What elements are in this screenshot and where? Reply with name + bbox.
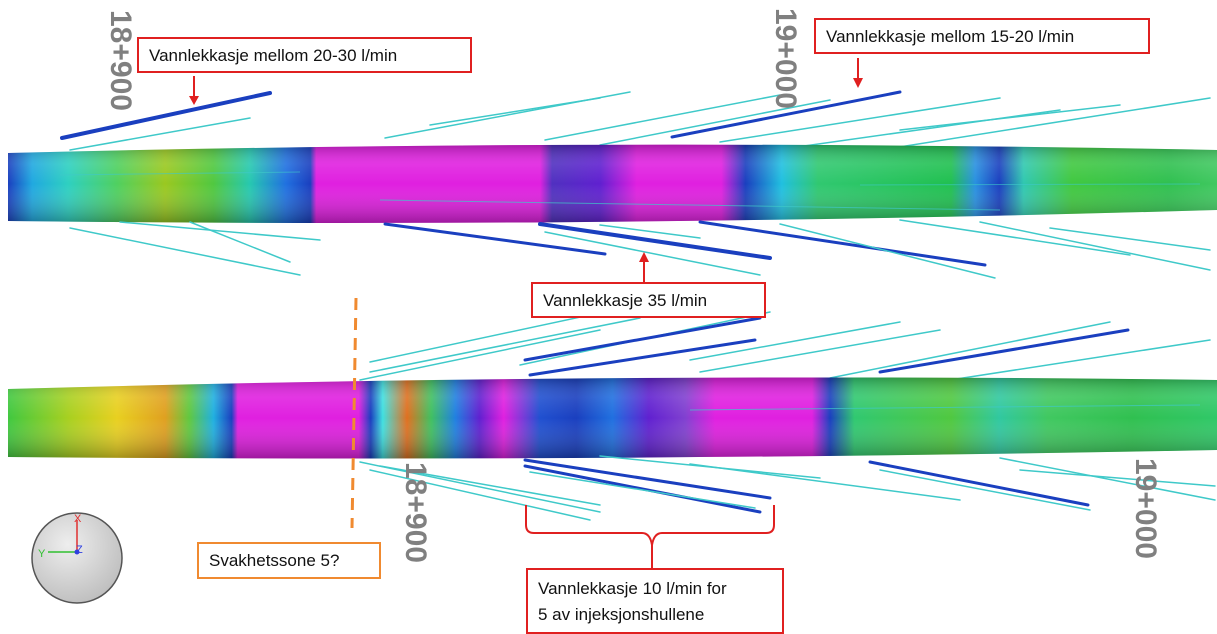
weak-zone-dashed-line	[350, 297, 358, 529]
injection-hole	[899, 104, 1121, 131]
injection-hole	[69, 117, 251, 151]
bottom-injection-holes-lower	[359, 455, 1216, 521]
injection-hole	[544, 231, 761, 276]
injection-hole	[719, 97, 1001, 143]
station-label-bottom-18900: 18+900	[399, 462, 432, 563]
callout-text: Vannlekkasje mellom 15-20 l/min	[826, 27, 1075, 46]
station-label-top-19000: 19+000	[769, 8, 802, 109]
z-axis-icon	[74, 549, 80, 555]
orientation-sphere	[31, 512, 123, 604]
callout-text: Vannlekkasje 35 l/min	[543, 291, 708, 310]
injection-hole	[689, 463, 961, 501]
injection-hole	[878, 328, 1130, 374]
injection-hole	[69, 227, 301, 276]
injection-hole	[528, 338, 757, 377]
bottom-injection-holes-upper	[359, 299, 1211, 381]
injection-hole	[369, 469, 591, 521]
callout-text-line-1: Vannlekkasje 10 l/min for	[538, 579, 727, 598]
bracket	[525, 505, 775, 546]
injection-hole	[879, 97, 1211, 151]
injection-hole	[689, 321, 901, 361]
injection-hole	[523, 464, 762, 514]
z-axis-label: Z	[76, 544, 83, 556]
injection-hole	[538, 222, 772, 260]
callout-arrows	[189, 58, 863, 282]
injection-hole	[599, 224, 701, 239]
top-injection-holes-upper	[60, 90, 1211, 151]
callout-text-line-2: 5 av injeksjonshullene	[538, 605, 705, 624]
y-axis-label: Y	[38, 548, 46, 560]
injection-hole	[523, 316, 762, 362]
callout-leak-35: Vannlekkasje 35 l/min	[531, 282, 766, 318]
injection-hole	[379, 465, 601, 506]
station-label-bottom-19000: 19+000	[1129, 458, 1162, 559]
station-label-top-18900: 18+900	[104, 10, 137, 111]
injection-hole	[1019, 469, 1216, 487]
top-tunnel	[8, 144, 1217, 223]
injection-hole	[699, 329, 941, 373]
callout-leak-15-20: Vannlekkasje mellom 15-20 l/min	[814, 18, 1150, 54]
injection-hole	[529, 471, 756, 509]
injection-hole	[599, 99, 831, 146]
injection-hole	[544, 94, 781, 141]
injection-hole	[999, 457, 1216, 501]
injection-hole	[979, 221, 1211, 271]
injection-hole	[698, 220, 987, 267]
injection-hole	[779, 223, 996, 279]
injection-hole	[523, 458, 772, 500]
axis-orientation-widget: X Y Z	[31, 512, 123, 604]
injection-hole	[383, 222, 607, 256]
callout-leak-20-30: Vannlekkasje mellom 20-30 l/min	[137, 37, 472, 73]
injection-hole	[359, 329, 601, 381]
injection-hole	[60, 91, 272, 140]
injection-hole	[189, 221, 291, 263]
injection-hole	[949, 339, 1211, 381]
callout-weak-zone: Svakhetssone 5?	[197, 542, 381, 579]
injection-hole	[899, 219, 1131, 256]
top-injection-holes-lower	[69, 219, 1211, 279]
injection-hole	[868, 460, 1090, 507]
callout-leak-10: Vannlekkasje 10 l/min for 5 av injeksjon…	[526, 568, 784, 634]
injection-hole	[1049, 227, 1211, 251]
bottom-tunnel	[8, 377, 1217, 459]
injection-hole	[829, 321, 1111, 379]
callout-text: Vannlekkasje mellom 20-30 l/min	[149, 46, 398, 65]
injection-hole	[369, 317, 641, 373]
injection-hole	[670, 90, 902, 139]
x-axis-label: X	[74, 513, 82, 525]
injection-hole	[879, 469, 1091, 511]
injection-hole	[119, 221, 321, 241]
callout-text: Svakhetssone 5?	[209, 551, 340, 570]
injection-hole	[429, 97, 601, 126]
injection-hole	[359, 461, 601, 513]
